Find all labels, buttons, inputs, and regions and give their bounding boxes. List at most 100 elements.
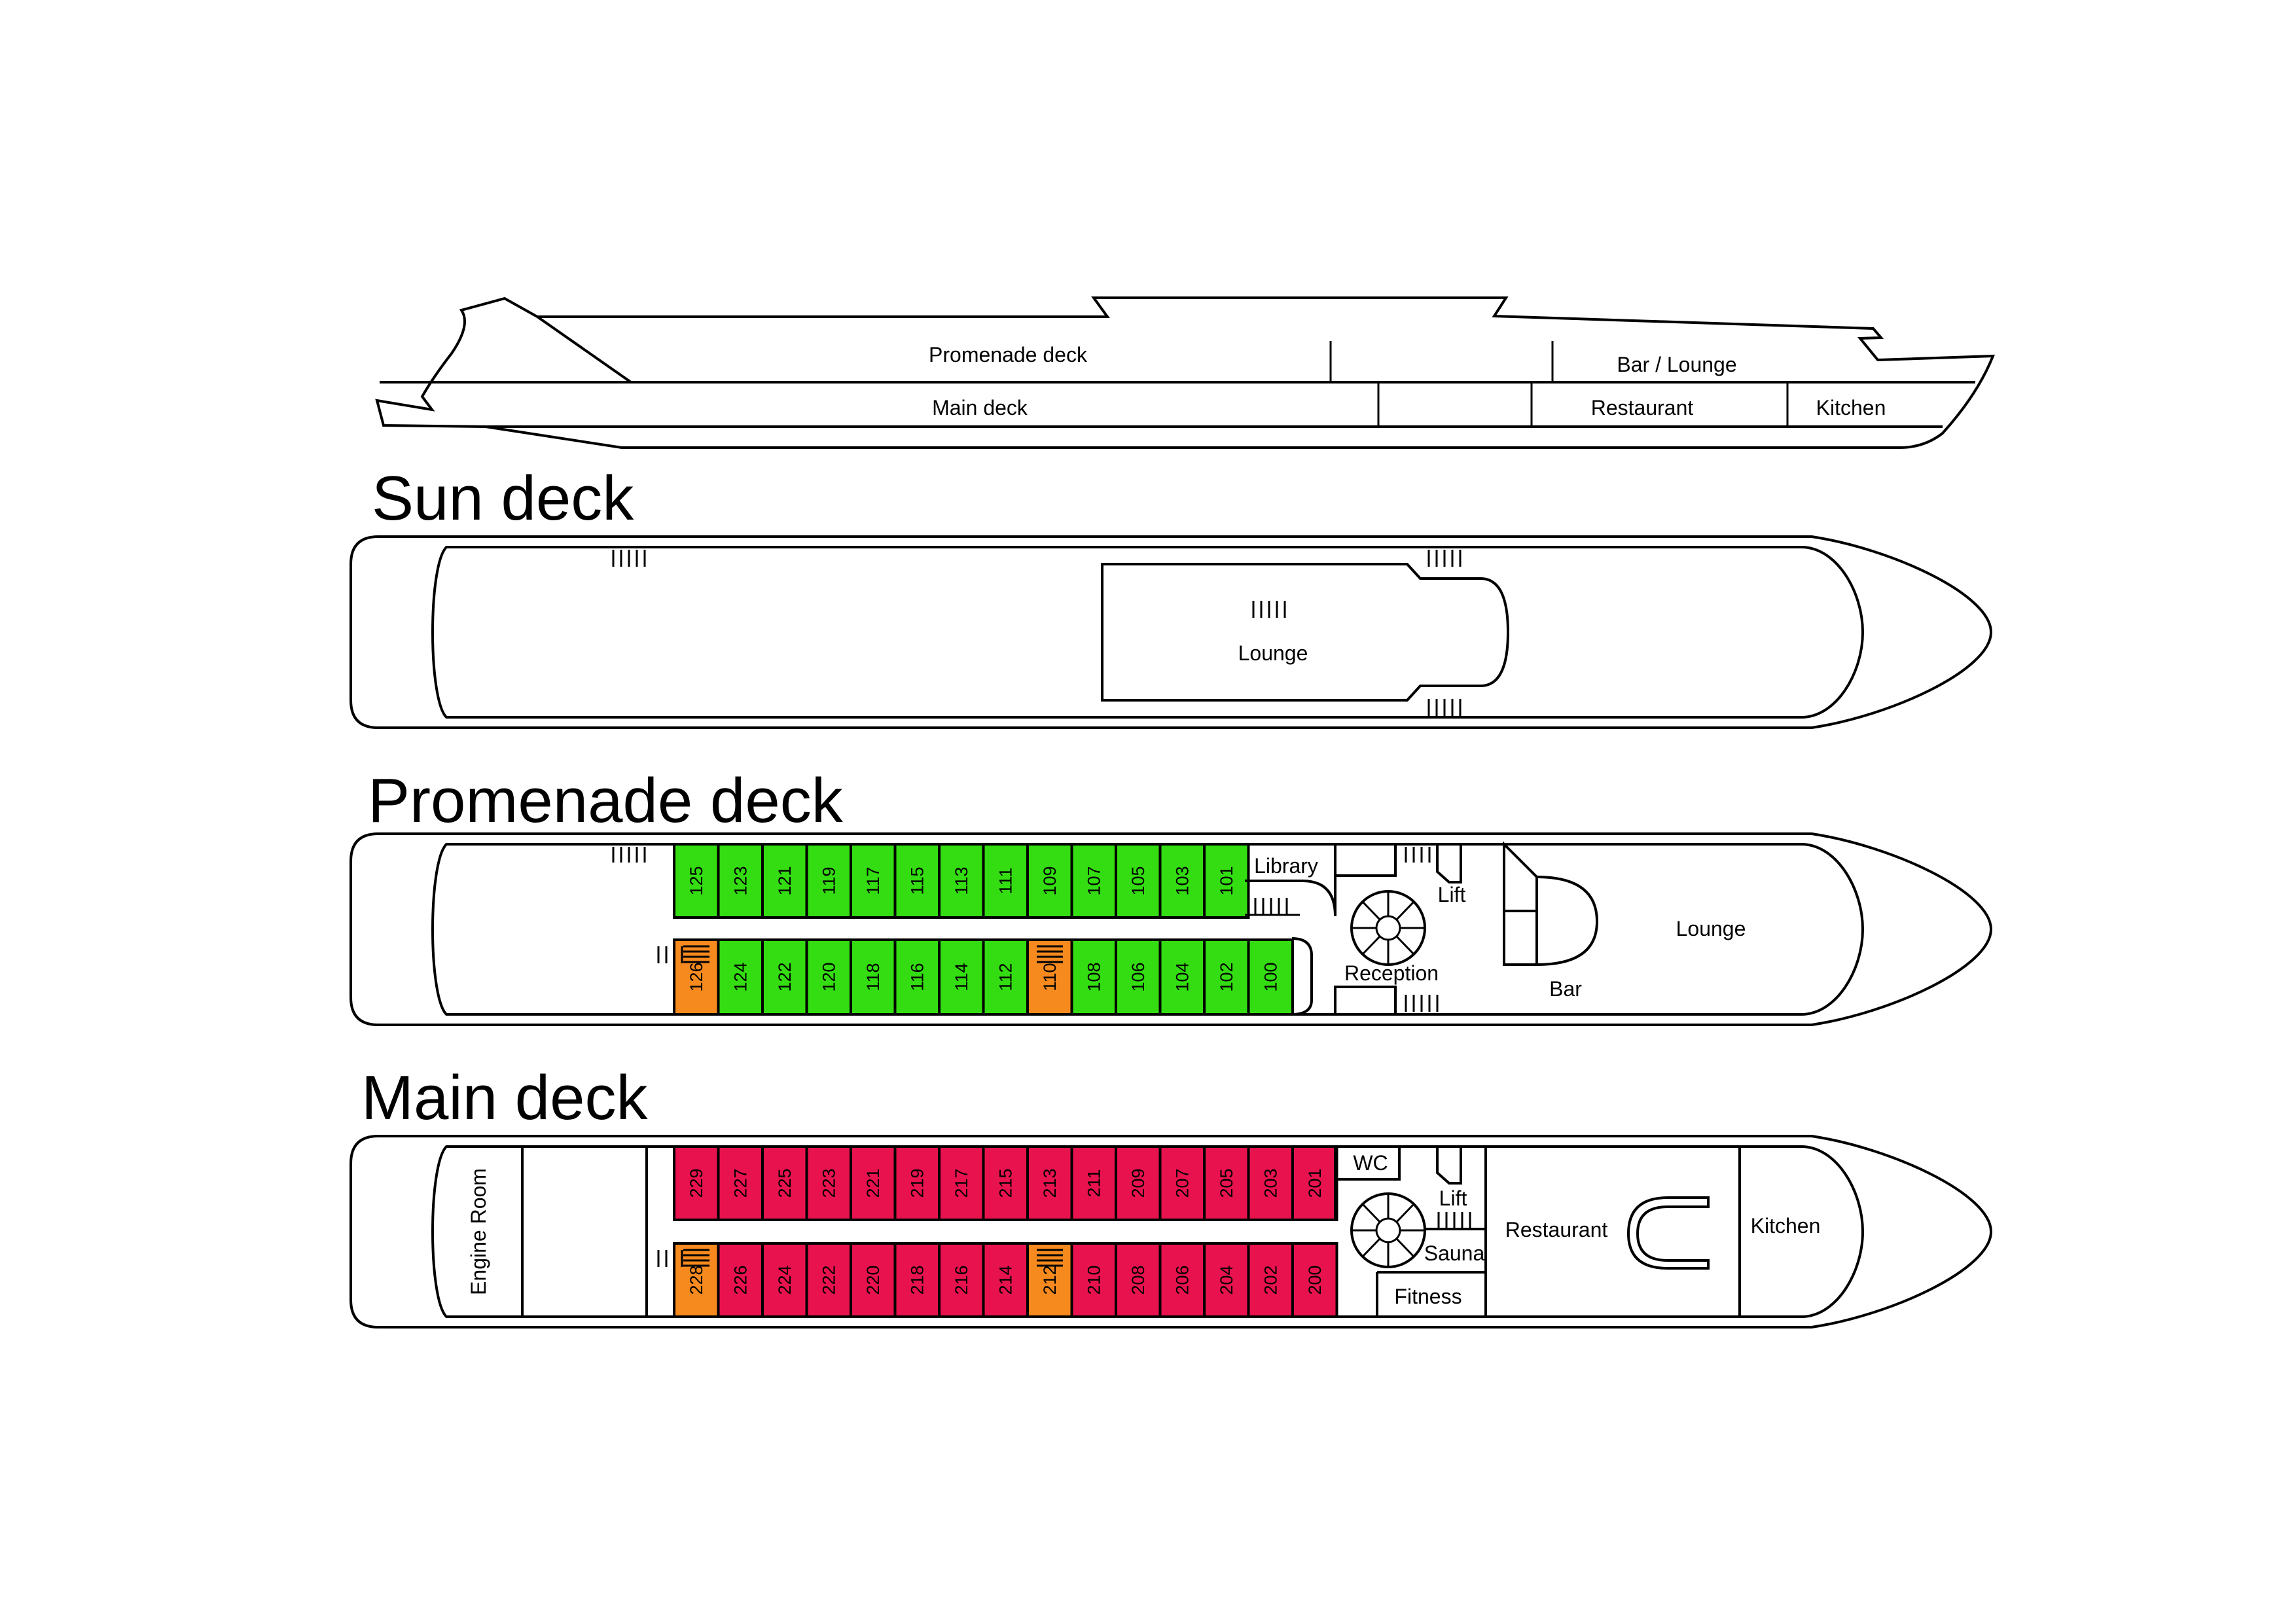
cabin-103[interactable]: 103 bbox=[1158, 843, 1206, 919]
promenade-deck-hull bbox=[350, 832, 1993, 1026]
main-deck-title: Main deck bbox=[361, 1063, 649, 1133]
cabin-225[interactable]: 225 bbox=[761, 1145, 808, 1221]
cabin-200[interactable]: 200 bbox=[1291, 1242, 1338, 1318]
cabin-number: 204 bbox=[1217, 1265, 1236, 1294]
cabin-223[interactable]: 223 bbox=[805, 1145, 852, 1221]
cabin-number: 211 bbox=[1084, 1169, 1103, 1197]
cabin-214[interactable]: 214 bbox=[982, 1242, 1029, 1318]
cabin-118[interactable]: 118 bbox=[850, 938, 897, 1016]
cabin-105[interactable]: 105 bbox=[1115, 843, 1162, 919]
buffet-counter bbox=[1626, 1196, 1710, 1270]
cabin-204[interactable]: 204 bbox=[1203, 1242, 1250, 1318]
cabin-box bbox=[1115, 843, 1162, 919]
sun-deck: Sun deck Lounge bbox=[350, 463, 1993, 729]
cabin-number: 221 bbox=[863, 1168, 883, 1198]
cabin-114[interactable]: 114 bbox=[938, 938, 985, 1016]
cabin-121[interactable]: 121 bbox=[761, 843, 808, 919]
cabin-123[interactable]: 123 bbox=[717, 843, 764, 919]
cabin-100[interactable]: 100 bbox=[1247, 938, 1294, 1016]
cabin-109[interactable]: 109 bbox=[1026, 843, 1073, 919]
bar-rounded bbox=[1536, 876, 1599, 966]
cabin-216[interactable]: 216 bbox=[938, 1242, 985, 1318]
spiral-staircase-icon bbox=[1350, 1192, 1426, 1268]
cabin-119[interactable]: 119 bbox=[805, 843, 852, 919]
sun-deck-lounge-label: Lounge bbox=[1238, 641, 1308, 665]
cabin-number: 201 bbox=[1305, 1168, 1325, 1198]
cabin-211[interactable]: 211 bbox=[1070, 1145, 1117, 1221]
cabin-box bbox=[1070, 1242, 1117, 1318]
cabin-number: 122 bbox=[775, 962, 795, 991]
fitness-label: Fitness bbox=[1394, 1285, 1462, 1308]
cabin-box bbox=[1247, 1145, 1294, 1221]
cabin-number: 205 bbox=[1217, 1168, 1236, 1198]
cabin-218[interactable]: 218 bbox=[893, 1242, 941, 1318]
cabin-116[interactable]: 116 bbox=[893, 938, 941, 1016]
cabin-124[interactable]: 124 bbox=[717, 938, 764, 1016]
cabin-222[interactable]: 222 bbox=[805, 1242, 852, 1318]
cabin-107[interactable]: 107 bbox=[1070, 843, 1117, 919]
cabin-number: 104 bbox=[1172, 962, 1192, 991]
cabin-220[interactable]: 220 bbox=[850, 1242, 897, 1318]
cabin-224[interactable]: 224 bbox=[761, 1242, 808, 1318]
cabin-217[interactable]: 217 bbox=[938, 1145, 985, 1221]
cabin-201[interactable]: 201 bbox=[1291, 1145, 1338, 1221]
cabin-226[interactable]: 226 bbox=[717, 1242, 764, 1318]
cabin-117[interactable]: 117 bbox=[850, 843, 897, 919]
cabin-219[interactable]: 219 bbox=[893, 1145, 941, 1221]
cabin-number: 108 bbox=[1084, 962, 1103, 991]
cabin-111[interactable]: 111 bbox=[982, 843, 1029, 919]
cabin-number: 217 bbox=[952, 1168, 971, 1198]
stairs-icon bbox=[1245, 898, 1300, 916]
cabin-227[interactable]: 227 bbox=[717, 1145, 764, 1221]
profile-hull-outline bbox=[375, 296, 1995, 449]
cabin-box bbox=[1026, 843, 1073, 919]
cabin-box bbox=[893, 1242, 941, 1318]
cabin-box bbox=[850, 843, 897, 919]
stairs-icon bbox=[683, 1249, 709, 1267]
cabin-104[interactable]: 104 bbox=[1158, 938, 1206, 1016]
cabin-108[interactable]: 108 bbox=[1070, 938, 1117, 1016]
engine-room-label: Engine Room bbox=[467, 1168, 490, 1295]
cabin-203[interactable]: 203 bbox=[1247, 1145, 1294, 1221]
cabin-229[interactable]: 229 bbox=[673, 1145, 720, 1221]
stairs-icon bbox=[1427, 699, 1462, 716]
cabin-210[interactable]: 210 bbox=[1070, 1242, 1117, 1318]
main-deck-hull bbox=[350, 1135, 1993, 1329]
profile-bow-rake bbox=[536, 315, 632, 383]
promenade-lounge-label: Lounge bbox=[1676, 917, 1746, 940]
stairs-icon bbox=[1435, 1212, 1486, 1230]
cabin-number: 219 bbox=[907, 1168, 927, 1198]
cabin-215[interactable]: 215 bbox=[982, 1145, 1029, 1221]
cabin-101[interactable]: 101 bbox=[1203, 843, 1250, 919]
cabin-box bbox=[938, 1242, 985, 1318]
cabin-number: 229 bbox=[687, 1168, 706, 1198]
cabin-115[interactable]: 115 bbox=[893, 843, 941, 919]
cabin-number: 225 bbox=[775, 1168, 795, 1198]
cabin-box bbox=[1115, 938, 1162, 1016]
cabin-206[interactable]: 206 bbox=[1158, 1242, 1206, 1318]
cabin-125[interactable]: 125 bbox=[673, 843, 720, 919]
service-room bbox=[1334, 986, 1397, 1016]
cabin-102[interactable]: 102 bbox=[1203, 938, 1250, 1016]
cabin-106[interactable]: 106 bbox=[1115, 938, 1162, 1016]
bar-counter bbox=[1503, 841, 1538, 966]
cabin-122[interactable]: 122 bbox=[761, 938, 808, 1016]
cabin-209[interactable]: 209 bbox=[1115, 1145, 1162, 1221]
main-deck-inner bbox=[431, 1145, 1865, 1318]
cabin-205[interactable]: 205 bbox=[1203, 1145, 1250, 1221]
cabin-112[interactable]: 112 bbox=[982, 938, 1029, 1016]
cabin-221[interactable]: 221 bbox=[850, 1145, 897, 1221]
stairs-icon bbox=[1405, 995, 1439, 1012]
cabin-208[interactable]: 208 bbox=[1115, 1242, 1162, 1318]
cabin-box bbox=[1158, 1145, 1206, 1221]
cabin-113[interactable]: 113 bbox=[938, 843, 985, 919]
cabin-213[interactable]: 213 bbox=[1026, 1145, 1073, 1221]
cabin-120[interactable]: 120 bbox=[805, 938, 852, 1016]
cabin-207[interactable]: 207 bbox=[1158, 1145, 1206, 1221]
sauna-label: Sauna bbox=[1424, 1241, 1485, 1265]
cabin-box bbox=[1115, 1145, 1162, 1221]
cabin-202[interactable]: 202 bbox=[1247, 1242, 1294, 1318]
cabin-number: 213 bbox=[1040, 1168, 1060, 1198]
cabin-number: 109 bbox=[1040, 866, 1060, 895]
